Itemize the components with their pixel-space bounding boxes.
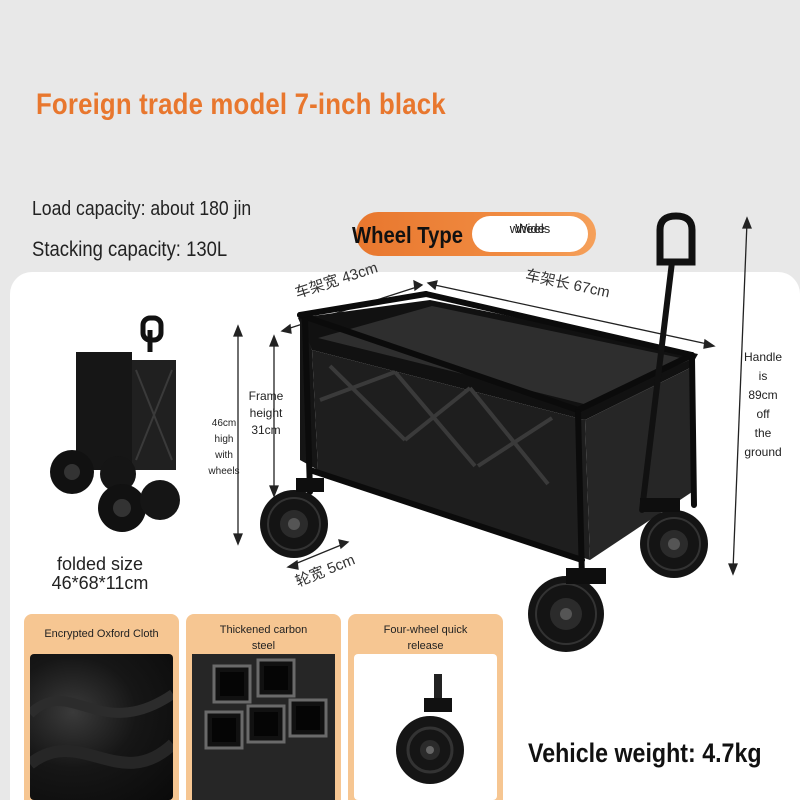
handle-height-label: Handle is 89cm off the ground (740, 348, 786, 462)
folded-size-label: folded size (56, 554, 144, 574)
high-with-wheels-line1: 46cm (211, 418, 237, 429)
vehicle-weight-text: Vehicle weight: 4.7kg (528, 738, 762, 768)
feature-title: Thickened carbon steel (186, 622, 341, 654)
feature-card-quick-release: Four-wheel quick release (348, 614, 503, 800)
folded-size-value: 46*68*11cm (51, 573, 149, 593)
feature-card-carbon-steel: Thickened carbon steel (186, 614, 341, 800)
high-with-wheels-label: 46cm high with wheels (202, 416, 246, 480)
feature-title: Four-wheel quick release (348, 622, 503, 654)
frame-height-label: Frame height 31cm (244, 388, 288, 439)
frame-height-line1: Frame (248, 389, 284, 403)
high-with-wheels-line4: wheels (208, 466, 240, 477)
page-title: Foreign trade model 7-inch black (36, 88, 446, 121)
high-with-wheels-line3: with (215, 450, 233, 461)
handle-line2: is (758, 369, 768, 383)
stacking-capacity-text: Stacking capacity: 130L (32, 238, 228, 261)
handle-line6: ground (744, 445, 782, 459)
handle-line3: 89cm (748, 388, 778, 402)
handle-line1: Handle (743, 350, 783, 364)
frame-height-line3: 31cm (251, 423, 281, 437)
feature-card-oxford-cloth: Encrypted Oxford Cloth (24, 614, 179, 800)
wheel-type-label: Wheel Type (352, 222, 463, 248)
handle-line4: off (756, 407, 770, 421)
frame-height-line2: height (249, 406, 283, 420)
feature-title-line2: release (407, 640, 444, 652)
oxford-cloth-image (26, 654, 178, 800)
steel-tubes-image (192, 654, 335, 800)
high-with-wheels-line2: high (214, 434, 234, 445)
wheel-type-value-line1: Wide (515, 221, 545, 236)
load-capacity-text: Load capacity: about 180 jin (32, 198, 252, 220)
feature-title-line2: steel (251, 640, 276, 652)
wheel-type-value-line2: wheels (509, 221, 551, 236)
feature-title-line1: Four-wheel quick (383, 624, 468, 636)
handle-line5: the (754, 426, 772, 440)
folded-size-caption: folded size 46*68*11cm (34, 555, 166, 593)
feature-title-line1: Thickened carbon (219, 624, 308, 636)
quick-release-wheel-image (354, 654, 497, 800)
feature-title: Encrypted Oxford Cloth (44, 628, 159, 640)
